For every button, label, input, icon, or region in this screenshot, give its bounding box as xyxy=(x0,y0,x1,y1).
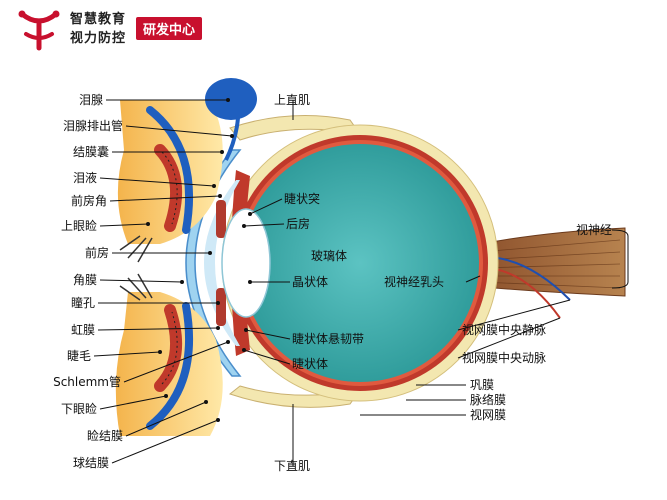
label-lower-eyelid: 下眼睑 xyxy=(61,402,97,416)
right-leaders xyxy=(360,229,629,416)
lower-eyelid xyxy=(115,273,223,436)
label-sclera: 巩膜 xyxy=(470,378,494,392)
inner-leaders xyxy=(242,100,481,466)
anterior-chamber xyxy=(204,180,240,346)
label-vitreous: 玻璃体 xyxy=(311,249,347,263)
label-palpebral-conjunctiva: 睑结膜 xyxy=(87,429,123,443)
brand-line-1: 智慧教育 xyxy=(70,12,127,27)
label-upper-eyelid: 上眼睑 xyxy=(61,219,97,233)
label-central-retinal-artery: 视网膜中央动脉 xyxy=(462,350,546,365)
brand-line-2: 视力防控 xyxy=(70,31,127,46)
label-cornea: 角膜 xyxy=(73,273,97,287)
label-pupil: 瞳孔 xyxy=(71,295,95,310)
vitreous-body xyxy=(241,144,479,382)
lens xyxy=(221,208,271,318)
label-retina: 视网膜 xyxy=(470,407,506,422)
label-superior-rectus: 上直肌 xyxy=(274,93,310,107)
label-lacrimal-duct: 泪腺排出管 xyxy=(63,118,123,133)
iris-lower xyxy=(216,288,226,326)
lacrimal-duct xyxy=(224,117,240,161)
label-optic-nerve: 视神经 xyxy=(576,222,612,237)
label-ciliary-process: 睫状突 xyxy=(284,191,320,206)
lacrimal-gland xyxy=(205,78,257,120)
label-choroid: 脉络膜 xyxy=(470,392,506,407)
label-inferior-rectus: 下直肌 xyxy=(274,459,310,473)
label-chamber-angle: 前房角 xyxy=(71,193,107,208)
left-leaders xyxy=(93,98,234,464)
label-tears: 泪液 xyxy=(73,170,97,185)
label-conjunctival-sac: 结膜囊 xyxy=(73,144,109,159)
label-lacrimal-gland: 泪腺 xyxy=(79,93,103,107)
label-lens: 晶状体 xyxy=(292,275,328,289)
label-optic-disc: 视神经乳头 xyxy=(384,274,444,289)
header: 智慧教育 视力防控 研发中心 xyxy=(0,0,667,60)
brand-logo-icon xyxy=(18,10,60,51)
label-central-retinal-vein: 视网膜中央静脉 xyxy=(462,322,546,337)
label-zonule: 睫状体悬韧带 xyxy=(292,332,364,346)
label-schlemm-canal: Schlemm管 xyxy=(53,374,121,389)
department-badge: 研发中心 xyxy=(136,17,203,40)
label-eyelash: 睫毛 xyxy=(67,349,91,363)
iris-upper xyxy=(216,200,226,238)
label-posterior-chamber: 后房 xyxy=(286,216,310,231)
label-iris: 虹膜 xyxy=(71,323,95,337)
label-anterior-chamber: 前房 xyxy=(85,245,109,260)
label-ciliary-body: 睫状体 xyxy=(292,357,328,371)
label-bulbar-conjunctiva: 球结膜 xyxy=(73,456,109,470)
